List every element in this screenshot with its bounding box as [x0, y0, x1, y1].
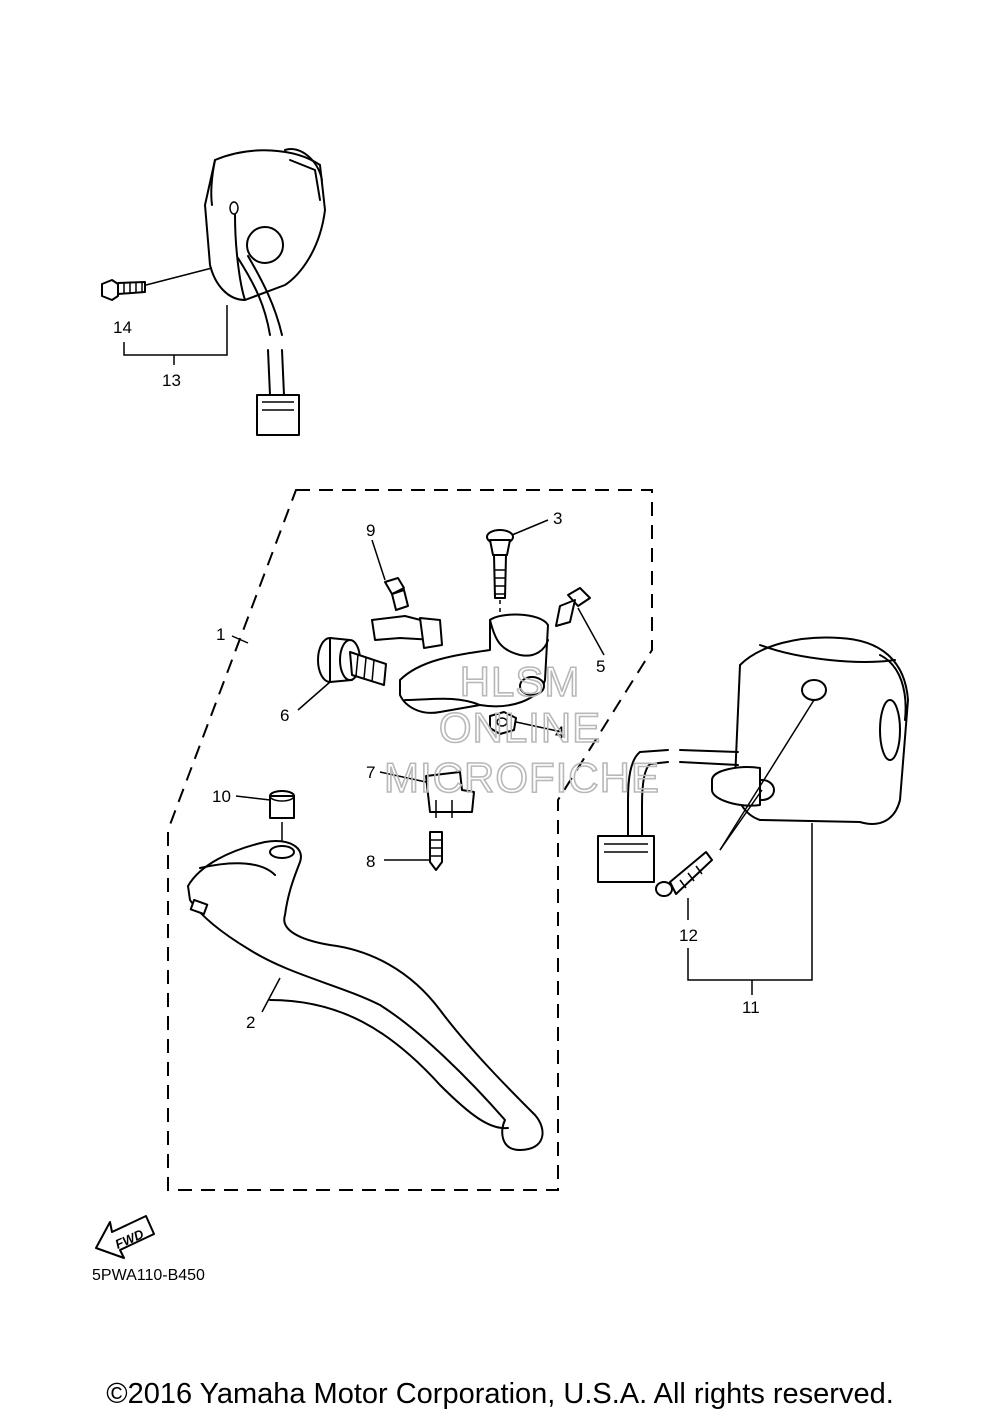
lever-holder	[371, 613, 549, 714]
callout-4: 4	[555, 723, 564, 742]
watermark-line-3: MICROFICHE	[384, 754, 660, 801]
callout-11: 11	[742, 998, 760, 1017]
right-handlebar-switch	[597, 636, 909, 883]
callout-5: 5	[596, 657, 605, 676]
clutch-lever-2	[187, 840, 544, 1151]
screw-8	[384, 831, 443, 871]
left-handlebar-switch	[204, 148, 326, 436]
nut-4	[489, 711, 563, 735]
bolt-5	[555, 587, 605, 656]
callout-8: 8	[366, 852, 375, 871]
diagram-code: 5PWA110-B450	[92, 1267, 205, 1284]
collar-10	[235, 790, 295, 842]
screw-14	[101, 267, 228, 365]
watermark-line-2: ONLINE	[439, 704, 601, 751]
callout-6: 6	[280, 706, 289, 725]
callout-1: 1	[216, 625, 225, 644]
adjuster-6	[297, 637, 387, 711]
callout-7: 7	[366, 763, 375, 782]
callout-10: 10	[212, 787, 231, 806]
switch-7	[379, 771, 475, 818]
watermark-line-1: HLSM	[460, 658, 581, 705]
copyright-notice: ©2016 Yamaha Motor Corporation, U.S.A. A…	[106, 1378, 894, 1410]
bolt-9	[371, 539, 409, 611]
callout-12: 12	[679, 926, 698, 945]
leader-1	[231, 635, 249, 644]
callout-9: 9	[366, 521, 375, 540]
callout-13: 13	[162, 371, 181, 390]
fwd-arrow: FWD	[95, 1215, 155, 1259]
screw-12	[655, 823, 813, 995]
callout-14: 14	[113, 318, 132, 337]
callout-3: 3	[553, 509, 562, 528]
callout-labels: 1 2 3 4 5 6 7 8 9 10 11 12 13 14	[113, 318, 760, 1032]
watermark: HLSM ONLINE MICROFICHE	[383, 657, 660, 802]
assembly-outline	[167, 489, 653, 1191]
callout-2: 2	[246, 1013, 255, 1032]
